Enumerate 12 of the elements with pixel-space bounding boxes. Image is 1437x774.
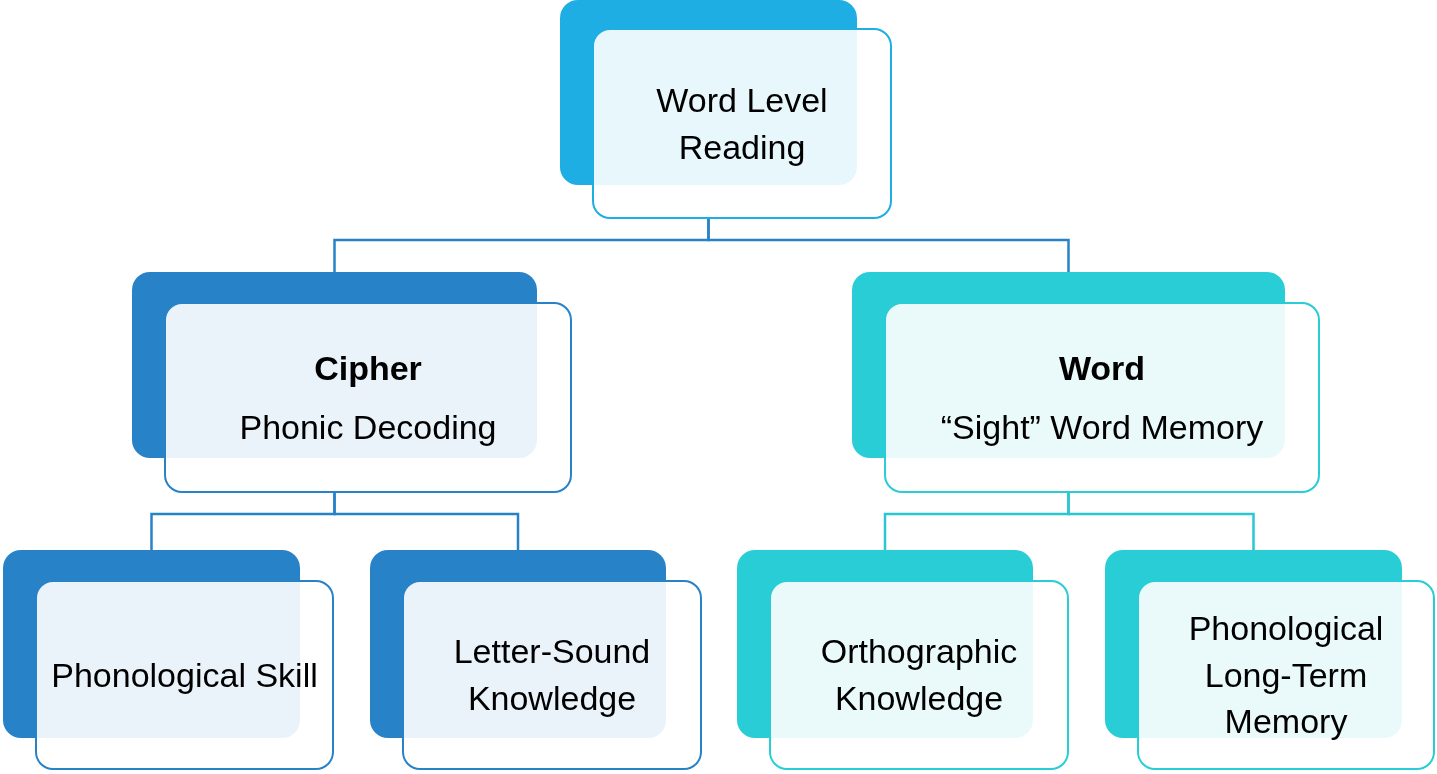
node-text: Phonological Skill <box>51 654 318 696</box>
node-text: Phonological Long-Term Memory <box>1187 607 1385 743</box>
node-text: Orthographic Knowledge <box>819 631 1019 719</box>
node-heading: Word <box>1058 347 1146 389</box>
connector-line <box>333 493 520 550</box>
node-text: Phonic Decoding <box>239 406 497 448</box>
node-text: Letter-Sound Knowledge <box>452 631 652 719</box>
node-heading: Cipher <box>314 347 422 389</box>
node-text: “Sight” Word Memory <box>940 406 1264 448</box>
node-text: Word Level Reading <box>655 79 829 168</box>
connector-line <box>707 219 1070 272</box>
connector-line <box>1067 493 1255 550</box>
